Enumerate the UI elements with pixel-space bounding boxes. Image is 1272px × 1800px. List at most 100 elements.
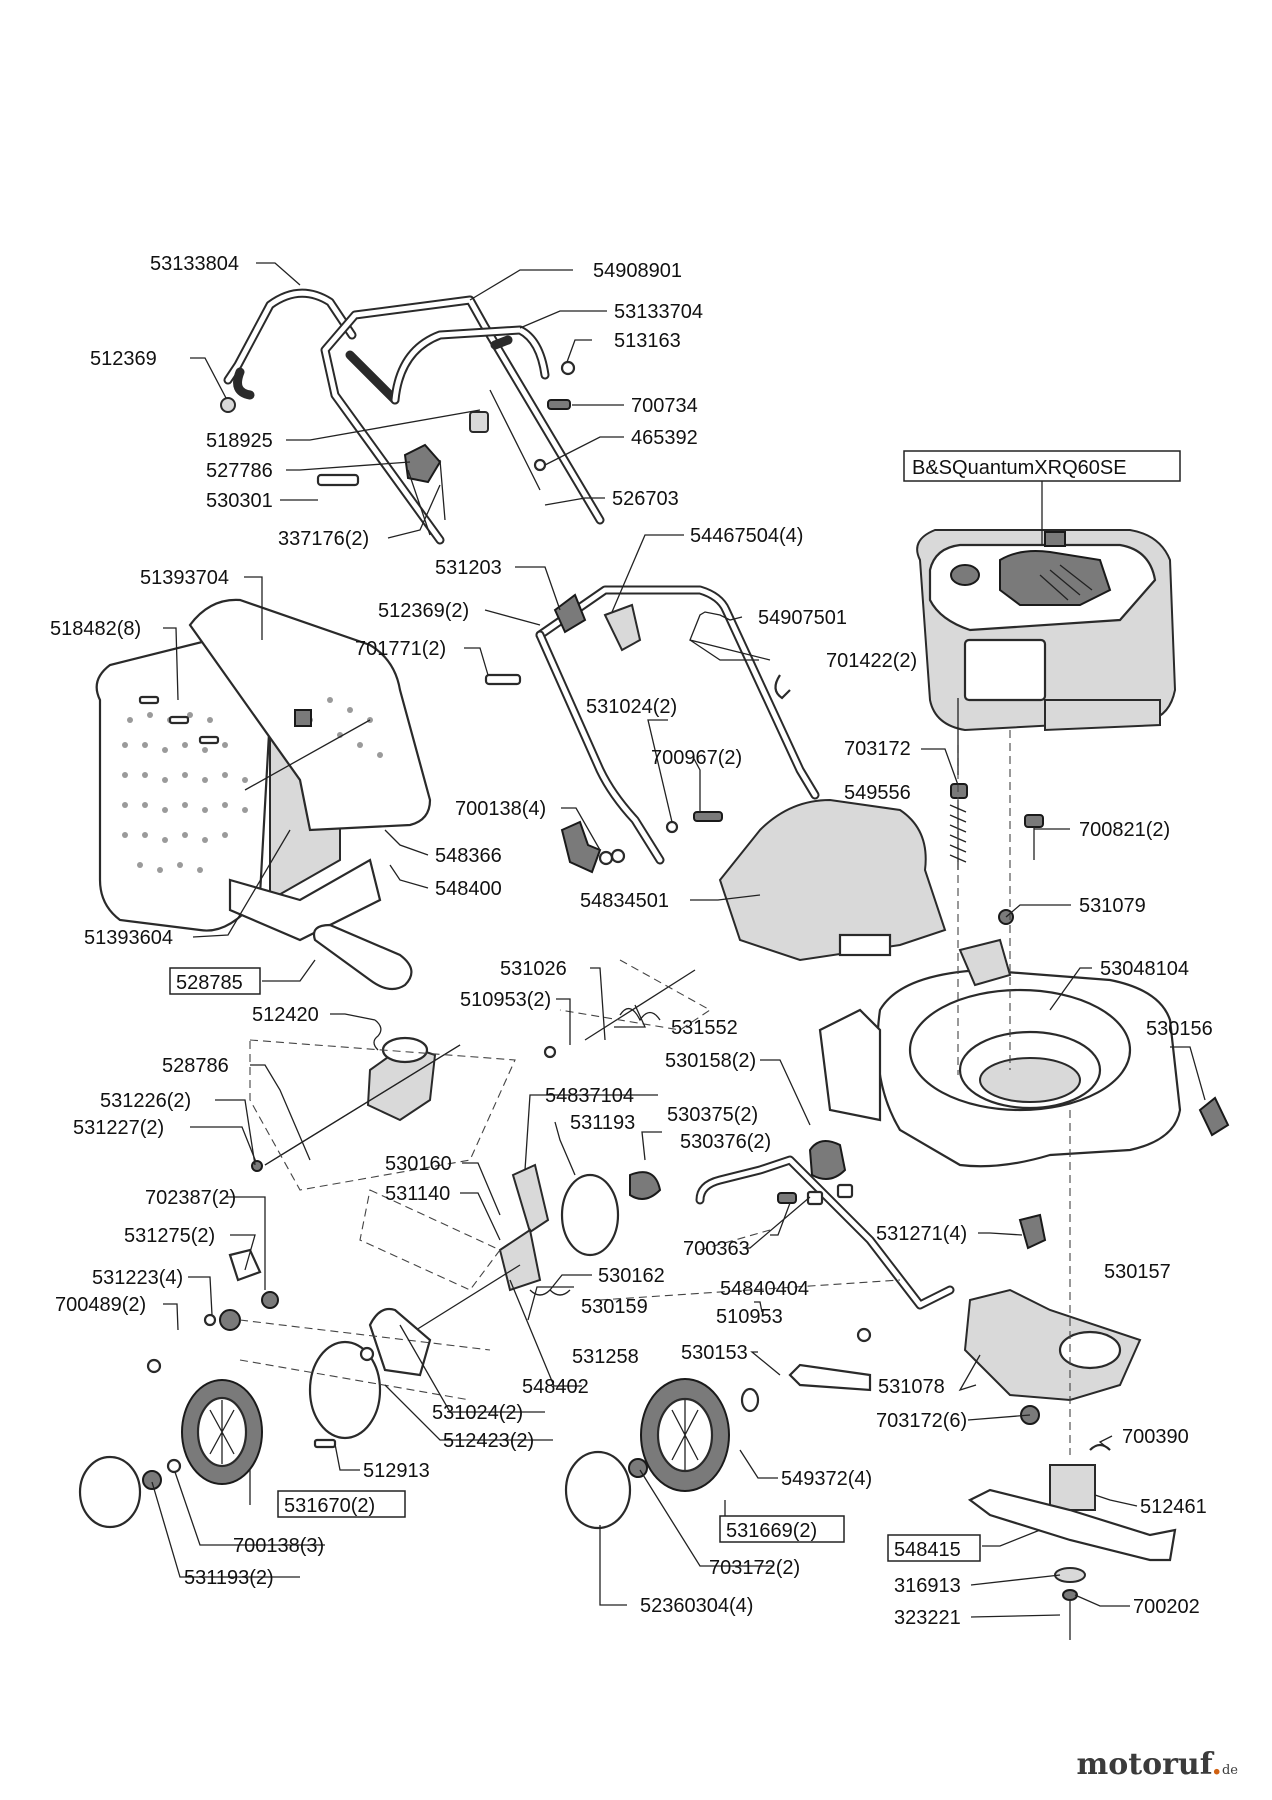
front-wheel-part: [181, 1379, 263, 1485]
label-323221: 323221: [894, 1607, 961, 1629]
lower-handle-part: [535, 585, 820, 865]
washer-part: [203, 1313, 217, 1327]
boxed-labels: B&SQuantumXRQ60SE 528785 531670(2) 53166…: [169, 450, 1181, 1562]
washer-part: [856, 1327, 872, 1343]
label-54837104: 54837104: [545, 1085, 634, 1107]
label-531079: 531079: [1079, 895, 1146, 917]
label-512420: 512420: [252, 1004, 319, 1026]
label-51393604: 51393604: [84, 927, 173, 949]
label-701771-2: 701771(2): [355, 638, 446, 660]
label-549556: 549556: [844, 782, 911, 804]
label-548366: 548366: [435, 845, 502, 867]
label-54840404: 54840404: [720, 1278, 809, 1300]
label-510953: 510953: [716, 1306, 783, 1328]
washer-part: [665, 820, 679, 834]
label-531258: 531258: [572, 1346, 639, 1368]
label-528785: 528785: [176, 972, 243, 994]
label-702387-2: 702387(2): [145, 1187, 236, 1209]
screw-part: [313, 1438, 337, 1449]
label-701422-2: 701422(2): [826, 650, 917, 672]
label-530159: 530159: [581, 1296, 648, 1318]
upper-handle-left-part: [223, 288, 357, 400]
label-531669-2: 531669(2): [726, 1520, 817, 1542]
rear-axle-part: [695, 1155, 955, 1310]
label-531552: 531552: [671, 1017, 738, 1039]
label-703172-2: 703172(2): [709, 1557, 800, 1579]
height-adjuster-part: [788, 1363, 872, 1392]
deck-clip-part: [1198, 1096, 1230, 1137]
grass-box-mesh-pattern: [122, 697, 383, 873]
label-700390: 700390: [1122, 1426, 1189, 1448]
cable-clip-ring-part: [774, 674, 791, 700]
nut-part: [142, 1470, 162, 1490]
bearing-plate-part: [511, 1163, 550, 1234]
label-52360304-4: 52360304(4): [640, 1595, 753, 1617]
label-531275-2: 531275(2): [124, 1225, 215, 1247]
wheel-hub-part: [560, 1173, 620, 1257]
axle-part: [399, 1264, 521, 1341]
label-531203: 531203: [435, 557, 502, 579]
label-700138-3: 700138(3): [233, 1535, 324, 1557]
wheel-cover-part: [368, 1307, 432, 1377]
label-548402: 548402: [522, 1376, 589, 1398]
label-531226-2: 531226(2): [100, 1090, 191, 1112]
mower-deck-part: [818, 938, 1182, 1168]
rear-wheel-part: [640, 1378, 730, 1492]
label-531024-2b: 531024(2): [432, 1402, 523, 1424]
cable-lever-part: [403, 443, 442, 484]
label-54908901: 54908901: [593, 260, 682, 282]
label-703172-6: 703172(6): [876, 1410, 967, 1432]
label-527786: 527786: [206, 460, 273, 482]
drive-belt-part: [312, 923, 413, 991]
label-530156: 530156: [1146, 1018, 1213, 1040]
nut-part: [220, 397, 236, 413]
label-531193: 531193: [570, 1112, 635, 1134]
handle-crossbar-part: [390, 325, 550, 405]
label-518482-8: 518482(8): [50, 618, 141, 640]
label-531193-2: 531193(2): [184, 1567, 274, 1589]
label-465392: 465392: [631, 427, 698, 449]
label-510953-2: 510953(2): [460, 989, 551, 1011]
cable-guide-part: [553, 593, 587, 634]
label-700967-2: 700967(2): [651, 747, 742, 769]
washer-part: [560, 360, 576, 376]
label-530301: 530301: [206, 490, 273, 512]
label-548415: 548415: [894, 1539, 961, 1561]
bolt-part: [777, 1192, 797, 1204]
label-700489-2: 700489(2): [55, 1294, 146, 1316]
label-548400: 548400: [435, 878, 502, 900]
bolt-part: [316, 473, 360, 487]
cable-part: [584, 969, 696, 1041]
rear-flap-part: [718, 798, 947, 962]
grass-box-part: [95, 598, 432, 942]
bushing-part: [629, 1171, 662, 1200]
blade-adapter-part: [1049, 1464, 1096, 1511]
label-531140: 531140: [385, 1183, 450, 1205]
label-703172a: 703172: [844, 738, 911, 760]
assembly-guide-lines: [239, 730, 1071, 1455]
label-54907501: 54907501: [758, 607, 847, 629]
label-700363: 700363: [683, 1238, 750, 1260]
label-531223-4: 531223(4): [92, 1267, 183, 1289]
label-700821-2: 700821(2): [1079, 819, 1170, 841]
wheel-cover-part: [308, 1340, 382, 1440]
label-530153: 530153: [681, 1342, 748, 1364]
label-531271-4: 531271(4): [876, 1223, 967, 1245]
hubcap-part: [78, 1455, 142, 1529]
label-530375-2: 530375(2): [667, 1104, 758, 1126]
engine-model-label: B&SQuantumXRQ60SE: [912, 457, 1127, 479]
clip-part: [469, 411, 489, 433]
bolt-part: [693, 811, 723, 822]
label-512369: 512369: [90, 348, 157, 370]
bracket-part: [498, 1228, 542, 1292]
motoruf-watermark-logo: motoruf.de: [1076, 1747, 1238, 1782]
label-53133704: 53133704: [614, 301, 703, 323]
screw-part: [547, 399, 571, 410]
flap-sticker: [838, 933, 892, 957]
label-53133804: 53133804: [150, 253, 239, 275]
label-526703: 526703: [612, 488, 679, 510]
gear-part: [219, 1309, 241, 1331]
mulch-plug-part: [963, 1288, 1142, 1402]
gearbox-part: [264, 1036, 461, 1166]
spring-part: [373, 1019, 382, 1051]
